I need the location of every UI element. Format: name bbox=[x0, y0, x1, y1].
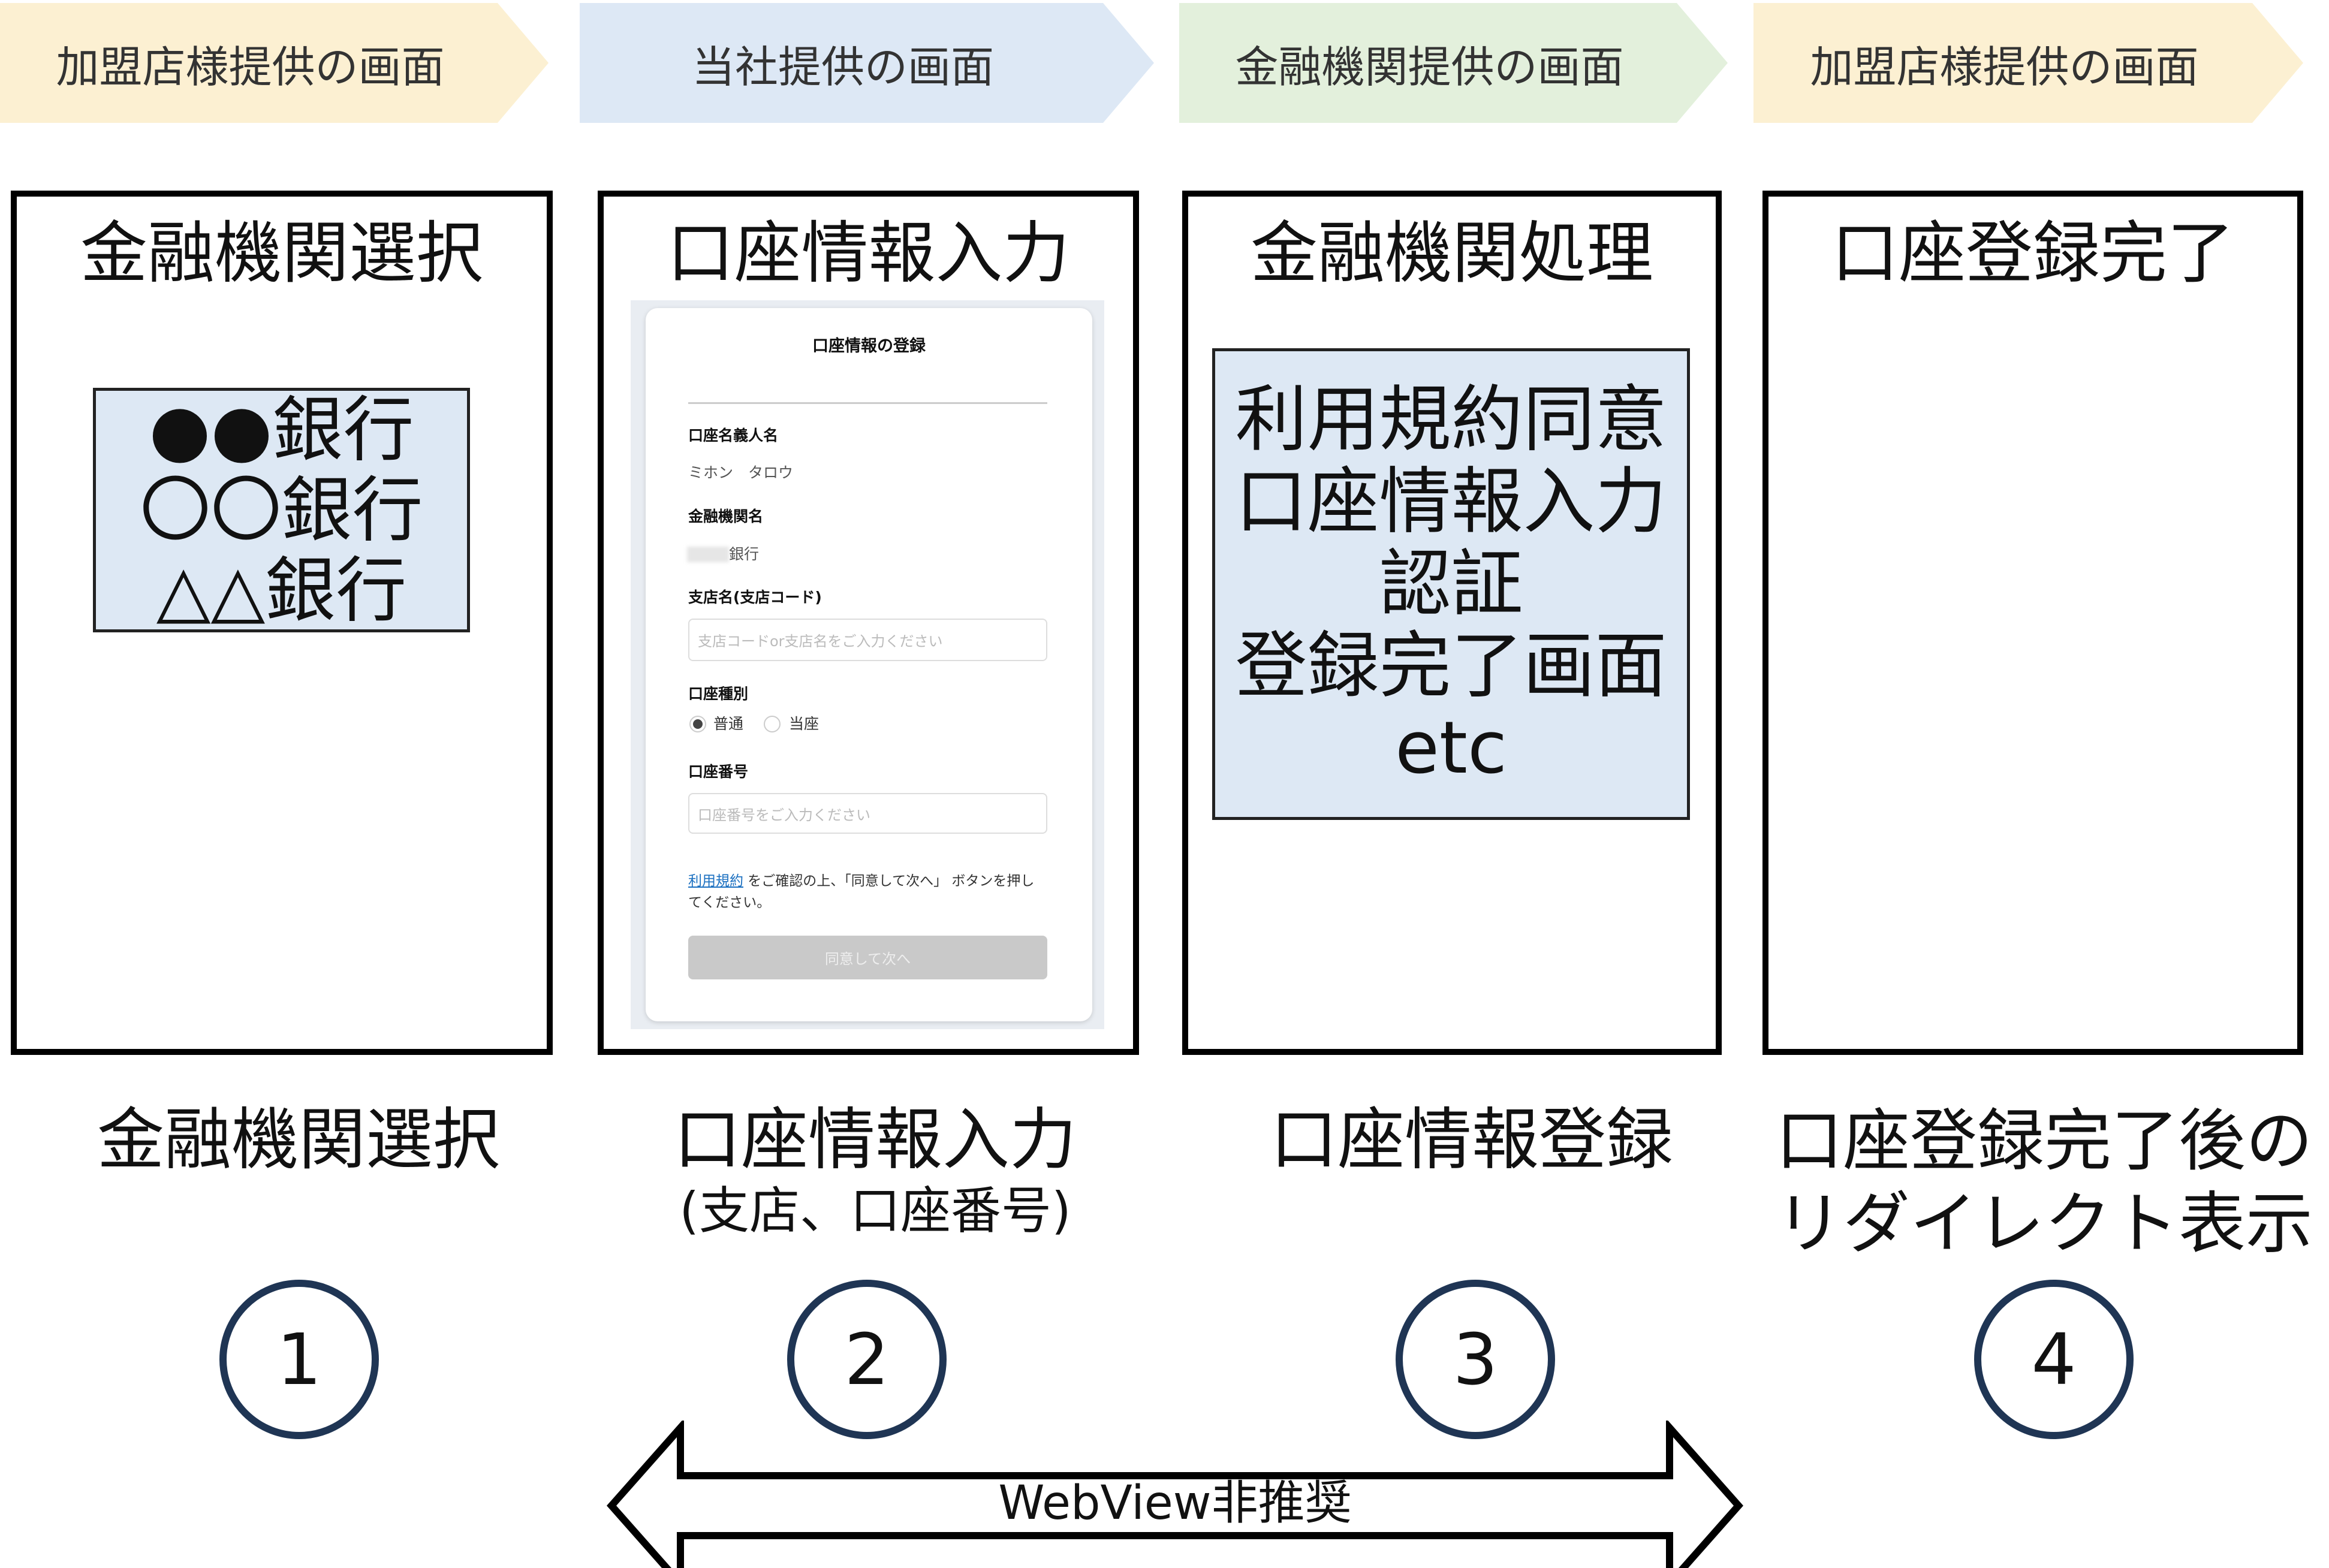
bank-item[interactable]: 〇〇銀行 bbox=[140, 469, 423, 551]
chevron-shape bbox=[1179, 3, 1728, 123]
radio-selected-dot bbox=[693, 719, 703, 729]
chevron-shape bbox=[580, 3, 1154, 123]
holder-label: 口座名義人名 bbox=[688, 427, 779, 444]
branch-placeholder: 支店コードor支店名をご入力ください bbox=[698, 633, 943, 650]
account-type-label: 口座種別 bbox=[688, 685, 749, 702]
banner-bank: 金融機関提供の画面 bbox=[1179, 3, 1728, 123]
caption-step-4: 口座登録完了後の リダイレクト表示 bbox=[1759, 1100, 2329, 1265]
banner-merchant-2: 加盟店様提供の画面 bbox=[1753, 3, 2303, 123]
caption-line: 金融機関選択 bbox=[97, 1101, 500, 1179]
account-number-placeholder: 口座番号をご入力ください bbox=[698, 806, 870, 824]
radio-label-current: 当座 bbox=[789, 715, 819, 732]
caption-subline: (支店、口座番号) bbox=[679, 1181, 1071, 1240]
step-number: 3 bbox=[1453, 1318, 1498, 1401]
process-item: 利用規約同意 bbox=[1235, 378, 1667, 462]
account-number-input[interactable]: 口座番号をご入力ください bbox=[688, 793, 1047, 834]
chevron-shape bbox=[1753, 3, 2303, 123]
terms-text: をご確認の上、「同意して次へ」 ボタンを押してください。 bbox=[688, 873, 1035, 910]
radio-ordinary[interactable] bbox=[689, 716, 706, 732]
process-item: 認証 bbox=[1379, 542, 1523, 626]
caption-line: 口座登録完了後の bbox=[1776, 1102, 2313, 1180]
bank-label: 金融機関名 bbox=[688, 508, 764, 525]
step-1-badge: 1 bbox=[219, 1280, 379, 1439]
caption-line: 口座情報入力 bbox=[674, 1101, 1077, 1179]
step-2-badge: 2 bbox=[787, 1280, 947, 1439]
banner-label: 加盟店様提供の画面 bbox=[56, 41, 445, 92]
radio-current[interactable] bbox=[764, 716, 781, 732]
banner-label: 加盟店様提供の画面 bbox=[1810, 41, 2199, 92]
blurred-bank-name bbox=[687, 547, 729, 562]
process-item: 口座情報入力 bbox=[1235, 460, 1667, 544]
caption-step-2: 口座情報入力 (支店、口座番号) bbox=[587, 1100, 1163, 1241]
bank-item[interactable]: △△銀行 bbox=[156, 549, 407, 632]
webview-not-recommended-label: WebView非推奨 bbox=[998, 1476, 1352, 1530]
banner-company: 当社提供の画面 bbox=[580, 3, 1154, 123]
process-item: etc bbox=[1395, 707, 1507, 790]
account-number-label: 口座番号 bbox=[688, 763, 749, 780]
panel-title: 金融機関選択 bbox=[80, 215, 483, 293]
panel-registration-complete: 口座登録完了 bbox=[1762, 191, 2303, 1055]
holder-value: ミホン タロウ bbox=[688, 464, 794, 481]
banner-label: 金融機関提供の画面 bbox=[1235, 41, 1624, 92]
branch-label: 支店名(支店コード) bbox=[688, 589, 822, 606]
step-number: 1 bbox=[276, 1318, 322, 1401]
caption-line: 口座情報登録 bbox=[1270, 1101, 1673, 1179]
terms-note: 利用規約 をご確認の上、「同意して次へ」 ボタンを押してください。 bbox=[688, 870, 1047, 913]
panel-title: 口座登録完了 bbox=[1831, 215, 2234, 293]
panel-title: 金融機関処理 bbox=[1251, 215, 1653, 293]
step-4-badge: 4 bbox=[1974, 1280, 2134, 1439]
banner-merchant-1: 加盟店様提供の画面 bbox=[0, 3, 549, 123]
branch-input[interactable]: 支店コードor支店名をご入力ください bbox=[688, 619, 1047, 661]
caption-step-3: 口座情報登録 bbox=[1184, 1100, 1759, 1181]
agree-next-label: 同意して次へ bbox=[824, 951, 911, 967]
double-arrow-icon bbox=[606, 1421, 1744, 1568]
step-number: 4 bbox=[2031, 1318, 2077, 1401]
bank-list: ●●銀行 〇〇銀行 △△銀行 bbox=[93, 388, 470, 632]
radio-label-ordinary: 普通 bbox=[713, 715, 744, 732]
process-item: 登録完了画面 bbox=[1235, 625, 1667, 708]
agree-next-button[interactable]: 同意して次へ bbox=[688, 936, 1047, 979]
bank-item[interactable]: ●●銀行 bbox=[149, 388, 414, 471]
banner-label: 当社提供の画面 bbox=[691, 41, 994, 92]
terms-link[interactable]: 利用規約 bbox=[688, 873, 743, 889]
bank-process-list: 利用規約同意 口座情報入力 認証 登録完了画面 etc bbox=[1212, 348, 1690, 820]
form-divider bbox=[688, 402, 1047, 404]
form-title: 口座情報の登録 bbox=[812, 337, 926, 355]
panel-title: 口座情報入力 bbox=[667, 215, 1070, 293]
caption-step-1: 金融機関選択 bbox=[11, 1100, 586, 1181]
step-3-badge: 3 bbox=[1396, 1280, 1555, 1439]
bank-value: 銀行 bbox=[729, 545, 760, 563]
account-form-card bbox=[646, 308, 1092, 1021]
step-number: 2 bbox=[844, 1318, 890, 1401]
chevron-shape bbox=[0, 3, 549, 123]
caption-line: リダイレクト表示 bbox=[1776, 1185, 2313, 1263]
